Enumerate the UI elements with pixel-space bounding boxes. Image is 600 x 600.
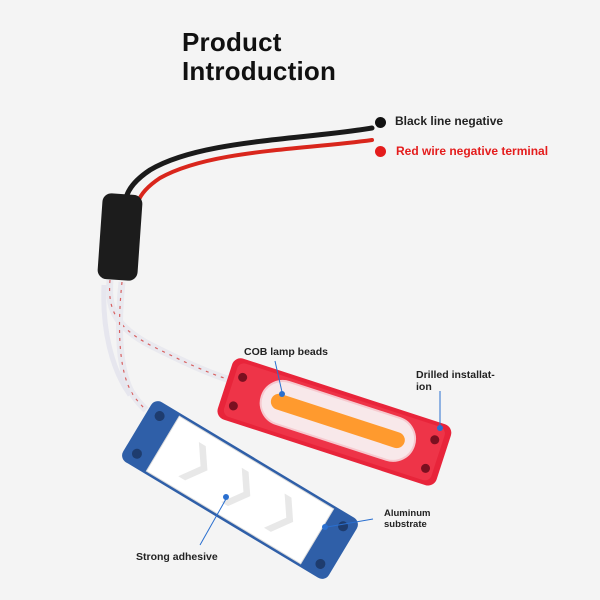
- red-wire: [136, 138, 374, 204]
- front-module: [217, 358, 452, 486]
- wire-connector: [97, 193, 143, 281]
- aluminum-label-line-1: Aluminum: [384, 508, 431, 519]
- adhesive-label: Strong adhesive: [136, 551, 218, 563]
- black-dot-marker: [375, 117, 386, 128]
- red-dot-marker: [375, 146, 386, 157]
- cob-strip: [270, 393, 405, 449]
- black-line-label: Black line negative: [395, 114, 504, 128]
- cable-to-backing: [116, 281, 149, 413]
- cob-beads-label: COB lamp beads: [244, 346, 329, 358]
- cable-to-module: [106, 279, 232, 384]
- drilled-label-line-2: ion: [416, 381, 432, 393]
- title-line-1: Product: [182, 27, 282, 57]
- red-wire-label: Red wire negative terminal: [396, 144, 549, 158]
- pointer-adhesive: [199, 498, 227, 546]
- page-title: Product Introduction: [182, 28, 336, 86]
- rear-module: [122, 401, 358, 579]
- pointer-aluminum: [326, 518, 374, 528]
- black-wire: [123, 125, 375, 201]
- aluminum-label-line-2: substrate: [384, 519, 427, 530]
- mount-hole: [238, 372, 248, 382]
- drilled-label-line-1: Drilled installat-: [416, 369, 495, 381]
- pointer-cob: [274, 360, 283, 393]
- adhesive-tape: [145, 415, 335, 565]
- title-line-2: Introduction: [182, 56, 337, 86]
